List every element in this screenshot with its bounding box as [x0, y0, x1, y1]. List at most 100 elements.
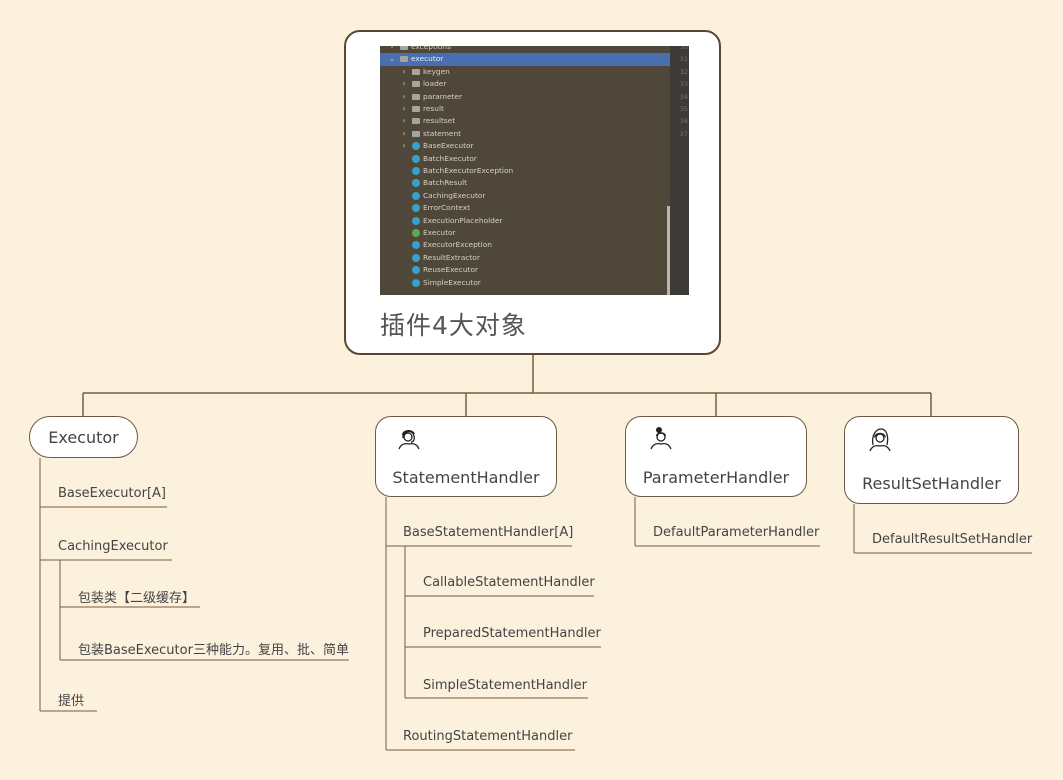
ide-tree-row[interactable]: ResultExtractor — [380, 252, 670, 264]
ide-line-number: 32 — [679, 67, 688, 76]
ide-tree-label: ExecutionPlaceholder — [423, 215, 503, 225]
ide-tree-row[interactable]: › exceptions — [380, 46, 670, 53]
ide-tree-row[interactable]: › BaseExecutor — [380, 140, 670, 152]
ide-tree-row[interactable]: BatchExecutorException — [380, 165, 670, 177]
ide-tree-label: ErrorContext — [423, 203, 470, 213]
folder-icon — [412, 81, 420, 88]
callable-statement-handler-item[interactable]: CallableStatementHandler — [423, 575, 595, 590]
chevron-right-icon[interactable]: › — [402, 116, 406, 126]
ide-tree-label: loader — [423, 79, 447, 89]
ide-tree-label: statement — [423, 128, 462, 138]
base-executor-item[interactable]: BaseExecutor[A] — [58, 486, 166, 501]
chevron-right-icon[interactable]: › — [402, 104, 406, 113]
ide-tree-label: exceptions — [411, 46, 451, 51]
ide-scrollbar — [667, 206, 670, 295]
default-resultset-handler-item[interactable]: DefaultResultSetHandler — [872, 532, 1033, 547]
ide-tree-row[interactable]: ErrorContext — [380, 202, 670, 214]
folder-icon — [412, 130, 420, 137]
resultset-handler-node[interactable]: ResultSetHandler — [844, 416, 1019, 504]
ide-tree-label: SimpleExecutor — [423, 277, 481, 287]
ide-line-number: 31 — [679, 55, 688, 64]
ide-tree-label: executor — [411, 54, 444, 64]
ide-tree-label: keygen — [423, 66, 450, 76]
ide-line-number: 34 — [679, 92, 688, 101]
class-icon — [412, 179, 420, 188]
folder-icon — [412, 106, 420, 112]
ide-tree-label: result — [423, 104, 444, 113]
ide-tree-label: BatchExecutorException — [423, 166, 514, 175]
ide-tree-row[interactable]: CachingExecutor — [380, 190, 670, 202]
caching-executor-item[interactable]: CachingExecutor — [58, 539, 168, 554]
chevron-down-icon[interactable]: ⌄ — [388, 54, 396, 64]
ide-tree-label: BaseExecutor — [423, 141, 474, 151]
ide-tree-row[interactable]: ReuseExecutor — [380, 264, 670, 276]
ide-tree-label: ExecutorException — [423, 240, 492, 250]
chevron-right-icon[interactable]: › — [402, 141, 406, 151]
ide-tree-row[interactable]: › result — [380, 103, 670, 115]
default-parameter-handler-item[interactable]: DefaultParameterHandler — [653, 525, 820, 540]
chevron-right-icon[interactable]: › — [402, 79, 406, 89]
root-title: 插件4大对象 — [380, 311, 527, 340]
executor-node[interactable]: Executor — [29, 416, 138, 458]
ide-project-tree-screenshot: › exceptions ⌄ executor › keygen › loader › param… — [380, 46, 689, 295]
chevron-right-icon[interactable]: › — [402, 66, 406, 76]
provide-item[interactable]: 提供 — [58, 694, 85, 709]
caching-ability-item[interactable]: 包装BaseExecutor三种能力。复用、批、简单 — [78, 643, 349, 658]
class-icon — [412, 154, 420, 163]
caching-wrapper-item[interactable]: 包装类【二级缓存】 — [78, 591, 196, 606]
class-icon — [412, 142, 420, 151]
class-icon — [412, 204, 420, 213]
ide-tree-label: Executor — [423, 228, 456, 237]
parameter-handler-node[interactable]: ParameterHandler — [625, 416, 807, 497]
folder-icon — [412, 118, 420, 125]
ide-tree-row[interactable]: › loader — [380, 78, 670, 90]
parameter-handler-label: ParameterHandler — [642, 468, 790, 487]
ide-tree-row[interactable]: ExecutionPlaceholder — [380, 215, 670, 227]
folder-icon — [400, 56, 408, 63]
base-statement-handler-item[interactable]: BaseStatementHandler[A] — [403, 525, 574, 540]
ide-tree-row[interactable]: › statement — [380, 128, 670, 140]
ide-tree-label: resultset — [423, 116, 456, 126]
interface-icon — [412, 229, 420, 237]
ide-tree-row[interactable]: › resultset — [380, 115, 670, 127]
chevron-right-icon[interactable]: › — [402, 91, 406, 101]
prepared-statement-handler-item[interactable]: PreparedStatementHandler — [423, 626, 601, 641]
class-icon — [412, 241, 420, 250]
ide-tree-row[interactable]: SimpleExecutor — [380, 277, 670, 289]
statement-handler-label: StatementHandler — [392, 468, 540, 487]
class-icon — [412, 167, 420, 175]
ide-tree-label: parameter — [423, 91, 463, 101]
root-node[interactable]: › exceptions ⌄ executor › keygen › loader › param… — [344, 30, 721, 355]
resultset-handler-label: ResultSetHandler — [862, 474, 1001, 493]
ide-line-number: 36 — [679, 117, 688, 126]
class-icon — [412, 253, 420, 262]
ide-tree-row[interactable]: › parameter — [380, 91, 670, 103]
simple-statement-handler-item[interactable]: SimpleStatementHandler — [423, 678, 587, 693]
person-avatar-icon — [650, 427, 672, 450]
chevron-right-icon[interactable]: › — [390, 46, 394, 51]
class-icon — [412, 266, 420, 275]
routing-statement-handler-item[interactable]: RoutingStatementHandler — [403, 729, 573, 744]
class-icon — [412, 278, 420, 287]
ide-tree-row[interactable]: ExecutorException — [380, 239, 670, 251]
statement-handler-node[interactable]: StatementHandler — [375, 416, 557, 497]
ide-tree-row[interactable]: BatchExecutor — [380, 153, 670, 165]
ide-line-number: 30 — [679, 46, 688, 51]
ide-tree-label: CachingExecutor — [423, 190, 486, 200]
ide-tree-label: ResultExtractor — [423, 252, 480, 262]
ide-tree-row[interactable]: › keygen — [380, 66, 670, 78]
ide-tree-row[interactable]: Executor — [380, 227, 670, 239]
ide-tree-row[interactable]: ⌄ executor — [380, 53, 670, 66]
ide-tree-label: BatchExecutor — [423, 153, 477, 163]
ide-line-number: 33 — [679, 80, 688, 89]
ide-tree-row[interactable]: BatchResult — [380, 177, 670, 189]
person-avatar-icon — [869, 428, 891, 452]
executor-label: Executor — [48, 428, 119, 447]
chevron-right-icon[interactable]: › — [402, 128, 406, 138]
ide-line-number: 35 — [679, 105, 688, 113]
class-icon — [412, 191, 420, 200]
ide-tree-label: BatchResult — [423, 178, 468, 188]
person-avatar-icon — [398, 429, 420, 450]
